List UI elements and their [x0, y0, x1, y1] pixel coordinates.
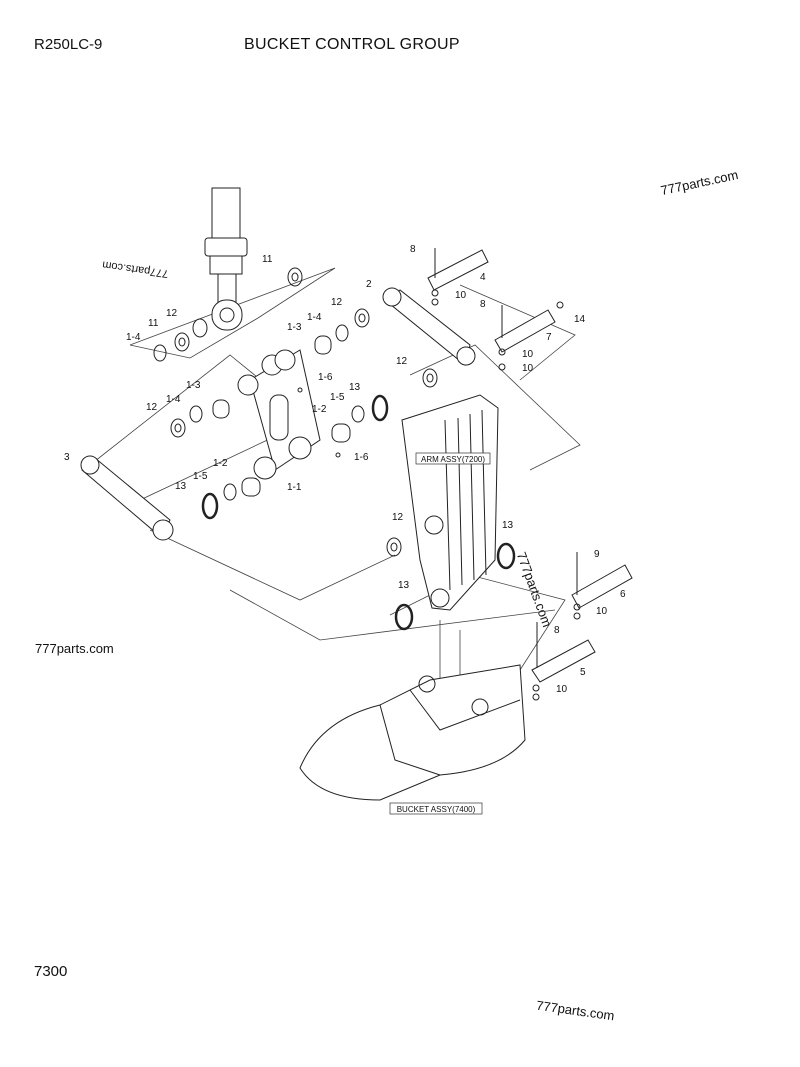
- bucket: [299, 664, 526, 801]
- callout: 6: [620, 589, 626, 600]
- callout: 1-1: [287, 482, 302, 493]
- callout: 12: [146, 402, 158, 413]
- model-label: R250LC-9: [34, 36, 103, 53]
- callout: 8: [410, 244, 416, 255]
- bolts-washers: [297, 289, 581, 701]
- arm-assy-label: ARM ASSY(7200): [421, 455, 485, 464]
- callout: 1-5: [330, 392, 345, 403]
- callout: 1-2: [312, 404, 327, 415]
- callout: 12: [166, 308, 178, 319]
- callout: 12: [331, 297, 343, 308]
- callout: 5: [580, 667, 586, 678]
- watermark: 777parts.com: [35, 641, 114, 656]
- guide-link-2: [382, 287, 476, 366]
- callout: 2: [366, 279, 372, 290]
- callout: 1-6: [318, 372, 333, 383]
- callout: 1-5: [193, 471, 208, 482]
- callout: 8: [480, 299, 486, 310]
- callout: 13: [398, 580, 410, 591]
- callout: 7: [546, 332, 552, 343]
- pin-7: [494, 305, 556, 353]
- callout: 3: [64, 452, 70, 463]
- callout: 12: [396, 356, 408, 367]
- callout: 1-4: [126, 332, 141, 343]
- callout: 8: [554, 625, 560, 636]
- callout: 10: [596, 606, 608, 617]
- callout: 1-3: [186, 380, 201, 391]
- bushings: [153, 267, 516, 631]
- callout: 10: [522, 349, 534, 360]
- bucket-cylinder: [204, 187, 248, 331]
- pin-5: [531, 622, 596, 683]
- guide-link-3: [80, 455, 174, 541]
- callout: 11: [148, 318, 159, 329]
- page-title: BUCKET CONTROL GROUP: [244, 36, 460, 53]
- callout: 10: [522, 363, 534, 374]
- callout: 1-6: [354, 452, 369, 463]
- callout: 4: [480, 272, 486, 283]
- callout: 1-2: [213, 458, 228, 469]
- callout: 1-4: [166, 394, 181, 405]
- arm-end: [401, 394, 499, 611]
- callout: 12: [392, 512, 404, 523]
- assembly-labels: ARM ASSY(7200) BUCKET ASSY(7400): [389, 452, 491, 815]
- pin-4: [427, 248, 489, 291]
- callout: 14: [574, 314, 586, 325]
- callout: 13: [349, 382, 361, 393]
- page-number: 7300: [34, 963, 68, 980]
- callout: 9: [594, 549, 600, 560]
- bucket-assy-label: BUCKET ASSY(7400): [397, 805, 476, 814]
- callout: 10: [556, 684, 568, 695]
- callout: 13: [175, 481, 187, 492]
- callouts: 11 12 11 1-4 12 1-4 1-3 1-6 1-3 13 1-4 1…: [64, 244, 626, 695]
- callout: 13: [502, 520, 514, 531]
- guide-link-1-1: [237, 349, 321, 480]
- callout: 1-3: [287, 322, 302, 333]
- callout: 10: [455, 290, 467, 301]
- callout: 1-4: [307, 312, 322, 323]
- callout: 11: [262, 254, 273, 265]
